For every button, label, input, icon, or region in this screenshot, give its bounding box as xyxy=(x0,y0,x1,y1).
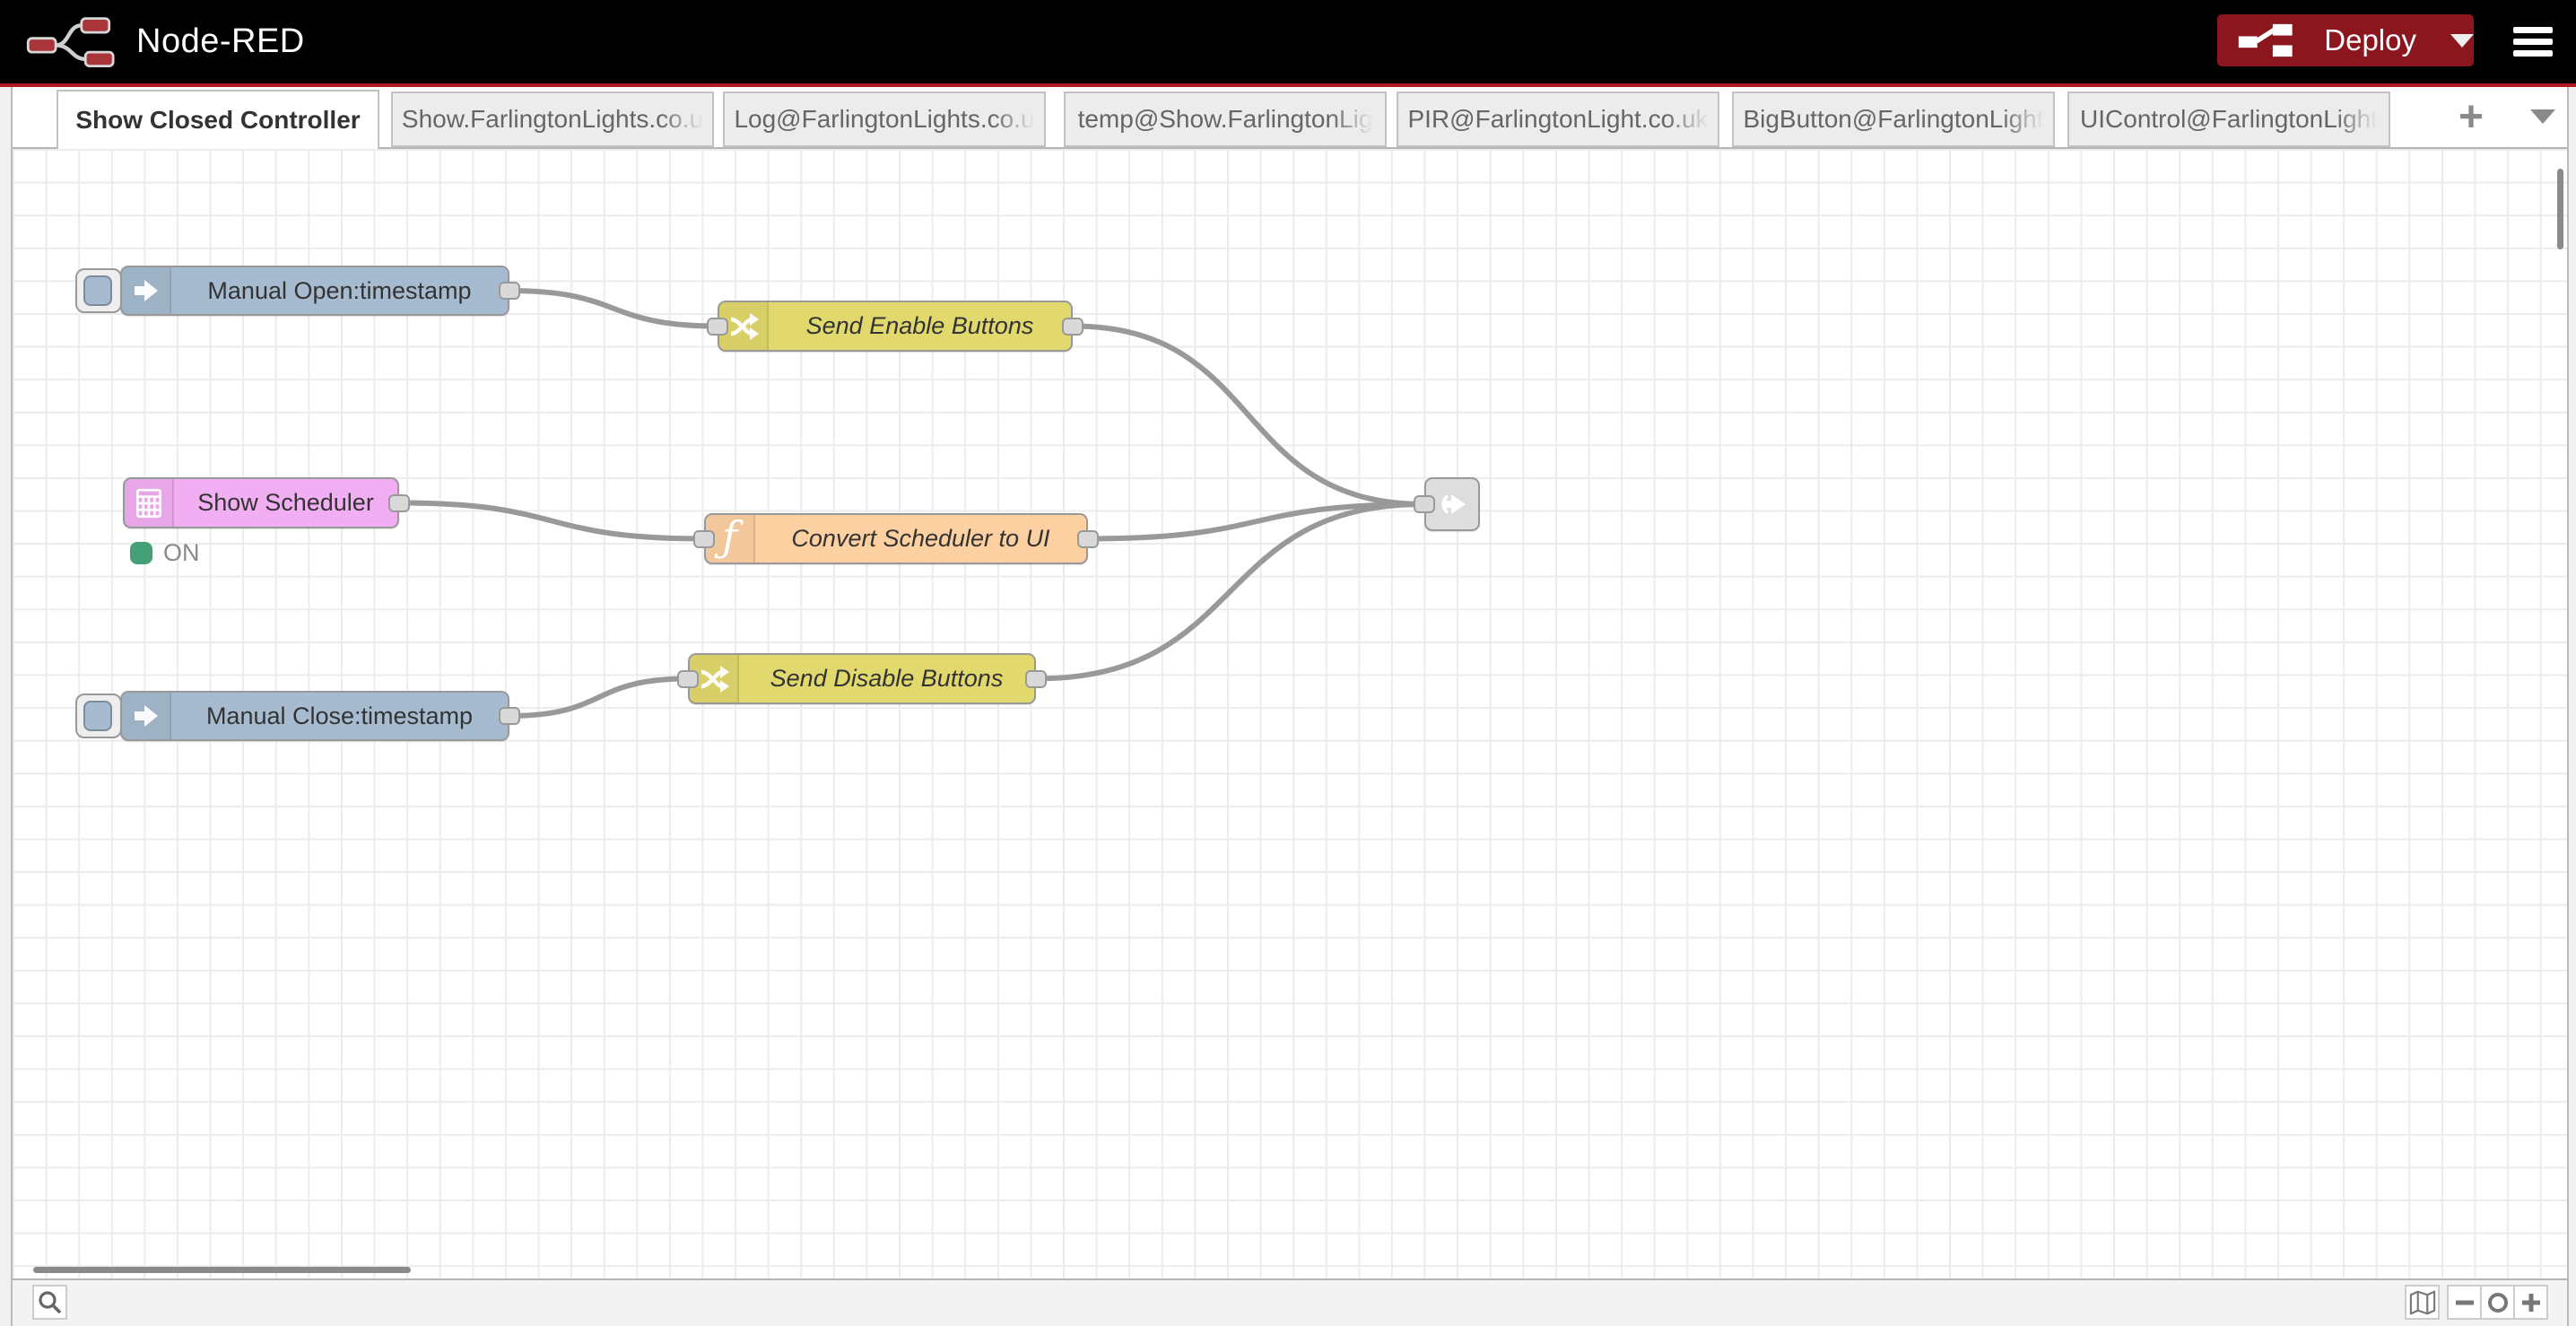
node-label: Convert Scheduler to UI xyxy=(791,525,1050,552)
node-status: ON xyxy=(130,539,200,567)
flow-tab-6[interactable]: BigButton@FarlingtonLight xyxy=(1732,92,2055,147)
output-port[interactable] xyxy=(499,282,520,300)
zoom-out-button[interactable] xyxy=(2447,1285,2482,1320)
input-port[interactable] xyxy=(707,317,728,336)
output-port[interactable] xyxy=(1025,669,1047,688)
right-edge-strip xyxy=(2567,87,2576,1326)
flow-tab-label: Show.FarlingtonLights.co.u xyxy=(401,105,704,133)
status-dot xyxy=(130,542,152,564)
left-edge-strip xyxy=(0,87,13,1326)
flow-tab-bar: + Show Closed Controller Show.FarlingtonL… xyxy=(13,87,2567,149)
inject-button-pad[interactable] xyxy=(83,701,112,731)
node-label: Send Disable Buttons xyxy=(770,665,1004,692)
zoom-in-button[interactable] xyxy=(2513,1285,2548,1320)
wire[interactable] xyxy=(1085,502,1427,542)
node-switch-disable[interactable]: Send Disable Buttons xyxy=(677,653,1047,704)
chevron-down-icon[interactable] xyxy=(2450,33,2474,48)
flow-tab-label: temp@Show.FarlingtonLig xyxy=(1077,105,1373,133)
input-port[interactable] xyxy=(1414,495,1435,513)
wire[interactable] xyxy=(1070,323,1427,507)
input-port[interactable] xyxy=(677,669,699,688)
output-port[interactable] xyxy=(1077,529,1099,548)
inject-icon xyxy=(122,693,171,739)
search-icon xyxy=(38,1290,61,1313)
status-text: ON xyxy=(163,539,200,566)
flow-tab-label: Log@FarlingtonLights.co.u xyxy=(734,105,1035,133)
scheduler-icon xyxy=(125,479,174,527)
node-red-logo xyxy=(26,17,115,67)
flow-tab-label: Show Closed Controller xyxy=(75,106,361,134)
wire[interactable] xyxy=(1033,502,1427,682)
app-title: Node-RED xyxy=(136,22,305,60)
link-out-icon xyxy=(1426,479,1478,529)
vertical-scrollbar-thumb[interactable] xyxy=(2557,169,2563,249)
inject-button[interactable] xyxy=(75,694,122,738)
map-icon xyxy=(2409,1290,2435,1314)
node-label: Manual Open:timestamp xyxy=(207,276,472,304)
wire[interactable] xyxy=(507,676,691,719)
flow-tab-2[interactable]: Show.FarlingtonLights.co.u xyxy=(391,92,714,147)
wire[interactable] xyxy=(396,500,707,542)
chevron-down-icon xyxy=(2530,109,2555,124)
zoom-in-icon xyxy=(2521,1293,2540,1312)
flow-tab-1[interactable]: Show Closed Controller xyxy=(57,90,379,149)
flow-tab-4[interactable]: temp@Show.FarlingtonLig xyxy=(1064,92,1387,147)
navigator-button[interactable] xyxy=(2405,1285,2440,1320)
flow-tab-label: BigButton@FarlingtonLight xyxy=(1743,105,2044,133)
horizontal-scrollbar-thumb[interactable] xyxy=(33,1267,411,1273)
header: Node-RED Deploy xyxy=(0,0,2576,83)
flow-tab-7[interactable]: UIControl@FarlingtonLight xyxy=(2067,92,2390,147)
node-label: Send Enable Buttons xyxy=(805,312,1034,339)
add-flow-button[interactable]: + xyxy=(2445,94,2497,141)
zoom-out-icon xyxy=(2455,1300,2474,1304)
deploy-button[interactable]: Deploy xyxy=(2217,14,2474,66)
output-port[interactable] xyxy=(388,493,410,512)
node-scheduler[interactable]: Show Scheduler xyxy=(123,477,410,528)
flow-tab-5[interactable]: PIR@FarlingtonLight.co.uk xyxy=(1397,92,1719,147)
header-accent-line xyxy=(0,83,2576,87)
input-port[interactable] xyxy=(693,529,715,548)
zoom-reset-button[interactable] xyxy=(2480,1285,2515,1320)
output-port[interactable] xyxy=(1062,317,1083,336)
flow-list-button[interactable] xyxy=(2517,94,2569,141)
flow-tab-label: PIR@FarlingtonLight.co.uk xyxy=(1407,105,1709,133)
search-button[interactable] xyxy=(32,1285,67,1320)
node-inject-close[interactable]: Manual Close:timestamp xyxy=(120,691,520,741)
deploy-label: Deploy xyxy=(2324,23,2416,57)
node-link-out[interactable] xyxy=(1414,477,1480,531)
canvas-footer-toolbar xyxy=(13,1278,2567,1326)
output-port[interactable] xyxy=(499,707,520,725)
inject-button[interactable] xyxy=(75,268,122,313)
flow-tab-label: UIControl@FarlingtonLight xyxy=(2080,105,2378,133)
zoom-reset-icon xyxy=(2487,1292,2508,1313)
node-inject-open[interactable]: Manual Open:timestamp xyxy=(120,266,520,316)
flow-tab-3[interactable]: Log@FarlingtonLights.co.u xyxy=(723,92,1046,147)
node-switch-enable[interactable]: Send Enable Buttons xyxy=(707,301,1083,352)
node-label: Manual Close:timestamp xyxy=(205,702,474,729)
deploy-icon xyxy=(2238,23,2293,57)
inject-icon xyxy=(122,267,171,314)
hamburger-icon[interactable] xyxy=(2513,27,2553,59)
node-label: Show Scheduler xyxy=(197,489,374,516)
wire[interactable] xyxy=(507,288,720,329)
wires-layer xyxy=(396,288,1427,719)
inject-button-pad[interactable] xyxy=(83,275,112,306)
